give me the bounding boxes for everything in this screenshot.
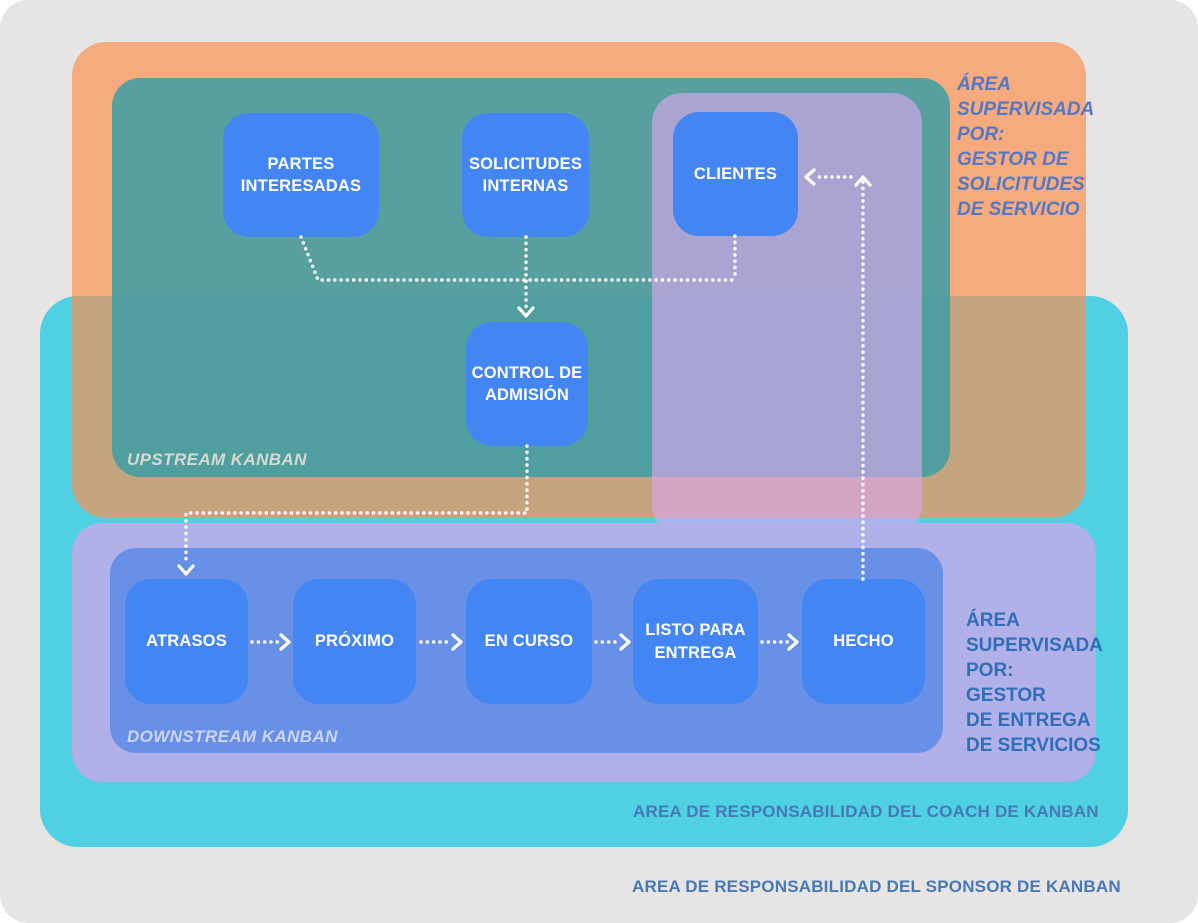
service-request-manager-note: ÁREA SUPERVISADA POR: GESTOR DE SOLICITU…: [957, 74, 1095, 220]
node-label: PRÓXIMO: [314, 632, 395, 651]
node-label: EN CURSO: [484, 632, 574, 651]
coach-area-label: AREA DE RESPONSABILIDAD DEL COACH DE KAN…: [633, 802, 1099, 821]
node-atrasos: ATRASOS: [125, 579, 248, 704]
node-label: CLIENTES: [693, 164, 778, 183]
node-clientes: CLIENTES: [673, 112, 798, 236]
node-label: SOLICITUDES INTERNAS: [468, 154, 583, 195]
service-delivery-manager-note: ÁREA SUPERVISADA POR: GESTOR DE ENTREGA …: [966, 610, 1103, 756]
downstream-kanban-label: DOWNSTREAM KANBAN: [127, 727, 338, 746]
node-control-de-admision: CONTROL DE ADMISIÓN: [466, 322, 588, 446]
node-en-curso: EN CURSO: [466, 579, 592, 704]
node-label: ATRASOS: [146, 632, 227, 651]
node-partes-interesadas: PARTES INTERESADAS: [223, 113, 379, 237]
node-proximo: PRÓXIMO: [293, 579, 416, 704]
node-label: HECHO: [833, 632, 894, 651]
node-listo-para-entrega: LISTO PARA ENTREGA: [633, 579, 758, 704]
sponsor-area-label: AREA DE RESPONSABILIDAD DEL SPONSOR DE K…: [632, 877, 1121, 896]
node-solicitudes-internas: SOLICITUDES INTERNAS: [462, 113, 589, 237]
node-label: PARTES INTERESADAS: [240, 154, 362, 195]
upstream-kanban-label: UPSTREAM KANBAN: [127, 450, 307, 469]
node-hecho: HECHO: [802, 579, 925, 704]
node-label: LISTO PARA ENTREGA: [645, 621, 746, 662]
node-label: CONTROL DE ADMISIÓN: [471, 363, 583, 404]
